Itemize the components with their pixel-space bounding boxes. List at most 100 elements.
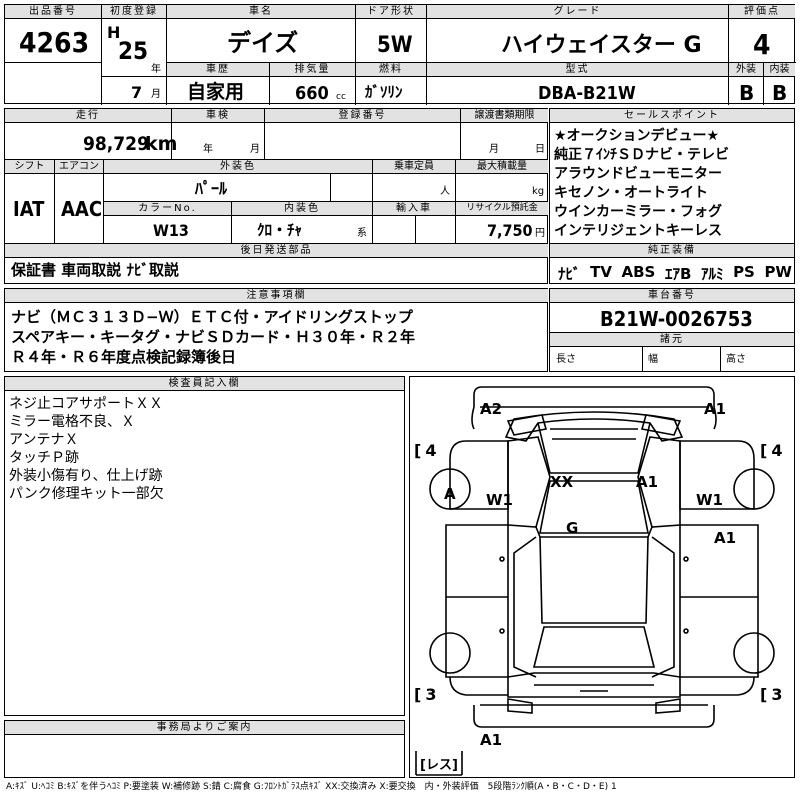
equipment-item: ｴｱB bbox=[664, 265, 692, 283]
color-no-value: W13 bbox=[153, 221, 189, 240]
sales-point-line: 純正７ｲﾝﾁＳＤナビ・テレビ bbox=[554, 147, 729, 163]
transfer-header: 譲渡書類期限 bbox=[461, 109, 548, 123]
recycle-header: リサイクル預託金 bbox=[456, 202, 548, 216]
mark-front-right-fender: W1 bbox=[696, 491, 723, 509]
era: H bbox=[107, 23, 121, 42]
inspector-note: アンテナＸ bbox=[9, 432, 79, 448]
model-name: デイズ bbox=[227, 29, 299, 57]
tire-rear-right-value: 3 bbox=[771, 685, 783, 704]
color-no-header: カラーNo. bbox=[104, 202, 231, 216]
caution-line: ナビ（ＭＣ３１３Ｄ−Ｗ）ＥＴＣ付・アイドリングストップ bbox=[11, 308, 413, 326]
equipment-item: PS bbox=[733, 263, 755, 281]
car-outline bbox=[415, 386, 775, 776]
top-block: 出品番号 4263 初度登録 H 25 年 7 月 車名 デイズ ドア形状 5W… bbox=[4, 4, 796, 105]
mark-front-left-wheel: A bbox=[444, 485, 456, 503]
ext-color-value: ﾊﾟｰﾙ bbox=[195, 179, 228, 198]
caution-line: Ｒ４年・Ｒ６年度点検記録簿後日 bbox=[11, 348, 237, 366]
equipment-item: TV bbox=[590, 263, 612, 281]
caution-lines: ナビ（ＭＣ３１３Ｄ−Ｗ）ＥＴＣ付・アイドリングストップスペアキー・キータグ・ナビ… bbox=[11, 307, 415, 367]
inspection-header: 車検 bbox=[172, 109, 264, 123]
mark-front-left-fender: W1 bbox=[486, 491, 513, 509]
office-header: 事務局よりご案内 bbox=[5, 721, 404, 735]
exterior-grade: B bbox=[739, 81, 755, 105]
width-label: 幅 bbox=[648, 354, 658, 365]
reg-year: 25 bbox=[118, 37, 149, 65]
lot-header: 出品番号 bbox=[5, 5, 101, 19]
reg-month: 7 bbox=[131, 83, 143, 102]
inspector-box: 検査員記入欄 ネジ止コアサポートＸＸ ミラー電格不良、Ｘ アンテナＸ タッチＰ跡外装小… bbox=[4, 376, 405, 716]
chassis-box: 車台番号 B21W-0026753 諸元 長さ 幅 高さ bbox=[549, 288, 795, 372]
type-header: 型式 bbox=[427, 63, 728, 77]
sales-point-line: ウインカーミラー・フォグ bbox=[554, 204, 722, 220]
inspector-note: タッチＰ跡 bbox=[9, 450, 79, 466]
sales-point-line: キセノン・オートライト bbox=[554, 185, 708, 201]
tire-front-right-value: 4 bbox=[771, 441, 783, 460]
type-code: DBA-B21W bbox=[538, 83, 636, 104]
doors-value: 5W bbox=[377, 33, 413, 58]
fuel-header: 燃料 bbox=[356, 63, 426, 77]
recycle-value: 7,750 bbox=[487, 221, 533, 240]
tire-rear-right-label: [3 bbox=[760, 685, 783, 704]
mark-hood-right: A1 bbox=[636, 473, 659, 491]
sales-lines: ★オークションデビュー★純正７ｲﾝﾁＳＤナビ・テレビアラウンドビューモニターキセ… bbox=[554, 127, 729, 241]
inspector-note: ミラー電格不良、Ｘ bbox=[9, 414, 135, 430]
recycle-unit: 円 bbox=[535, 228, 545, 239]
history-header: 車歴 bbox=[167, 63, 269, 77]
chassis-number: B21W-0026753 bbox=[600, 307, 753, 331]
inspector-note: ネジ止コアサポートＸＸ bbox=[9, 396, 163, 412]
capacity-header: 乗車定員 bbox=[373, 160, 455, 174]
mark-windshield: G bbox=[566, 519, 579, 537]
transfer-day-unit: 日 bbox=[535, 144, 545, 155]
inspection-year-unit: 年 bbox=[203, 144, 213, 155]
mark-rear-bumper: A1 bbox=[480, 731, 503, 749]
ac-value: AAC bbox=[61, 197, 103, 221]
mileage-unit: km bbox=[145, 133, 178, 155]
grade-header: グレード bbox=[427, 5, 728, 19]
load-unit: kg bbox=[532, 186, 545, 197]
inspector-header: 検査員記入欄 bbox=[5, 377, 404, 391]
transfer-month-unit: 月 bbox=[489, 144, 499, 155]
vehicle-details: 走行 98,729 km 車検 年 月 登録番号 譲渡書類期限 月 日 シフト … bbox=[4, 108, 548, 284]
shift-value: IAT bbox=[13, 197, 45, 221]
mark-front-bumper-left: A2 bbox=[480, 400, 503, 418]
mark-front-bumper-right: A1 bbox=[704, 400, 727, 418]
caution-header: 注意事項欄 bbox=[5, 289, 548, 303]
equipment-item: ABS bbox=[621, 263, 656, 281]
spare-value: レス bbox=[425, 758, 452, 773]
inspector-note: 外装小傷有り、仕上げ跡 bbox=[9, 468, 163, 484]
length-label: 長さ bbox=[556, 354, 576, 365]
mileage-value: 98,729 bbox=[83, 133, 149, 155]
sales-point-line: アラウンドビューモニター bbox=[554, 166, 722, 182]
legend: A:ｷｽﾞ U:ﾍｺﾐ B:ｷｽﾞを伴うﾍｺﾐ P:要塗装 W:補修跡 S:錆 … bbox=[6, 782, 617, 792]
later-items: 保証書 車両取説 ﾅﾋﾞ取説 bbox=[11, 261, 179, 279]
equipment-item: ﾅﾋﾞ bbox=[558, 265, 581, 283]
inspection-month-unit: 月 bbox=[250, 144, 260, 155]
import-header: 輸入車 bbox=[373, 202, 455, 216]
doors-header: ドア形状 bbox=[356, 5, 426, 19]
tire-front-right-label: [4 bbox=[760, 441, 783, 460]
int-color-header: 内装色 bbox=[232, 202, 372, 216]
capacity-unit: 人 bbox=[440, 186, 450, 197]
caution-box: 注意事項欄 ナビ（ＭＣ３１３Ｄ−Ｗ）ＥＴＣ付・アイドリングストップスペアキー・キ… bbox=[4, 288, 548, 372]
displacement-unit: cc bbox=[336, 92, 346, 102]
inspector-note: パンク修理キット一部欠 bbox=[9, 486, 164, 502]
history-value: 自家用 bbox=[187, 81, 245, 103]
spare-label: [レス] bbox=[420, 758, 458, 773]
grade-value: ハイウェイスター G bbox=[501, 33, 702, 58]
fuel-value: ｶﾞｿﾘﾝ bbox=[365, 83, 403, 101]
tire-rear-left-value: 3 bbox=[425, 685, 437, 704]
later-header: 後日発送部品 bbox=[5, 244, 548, 258]
month-unit: 月 bbox=[151, 89, 161, 100]
load-header: 最大積載量 bbox=[456, 160, 548, 174]
score-header: 評価点 bbox=[729, 5, 795, 19]
tire-rear-left-label: [3 bbox=[414, 685, 437, 704]
displacement-value: 660 bbox=[295, 83, 329, 104]
first-reg-header: 初度登録 bbox=[102, 5, 166, 19]
displacement-header: 排気量 bbox=[270, 63, 355, 77]
reg-no-header: 登録番号 bbox=[265, 109, 460, 123]
shift-header: シフト bbox=[5, 160, 54, 174]
mileage-header: 走行 bbox=[5, 109, 171, 123]
tire-front-left-label: [4 bbox=[414, 441, 437, 460]
score-value: 4 bbox=[753, 28, 771, 61]
